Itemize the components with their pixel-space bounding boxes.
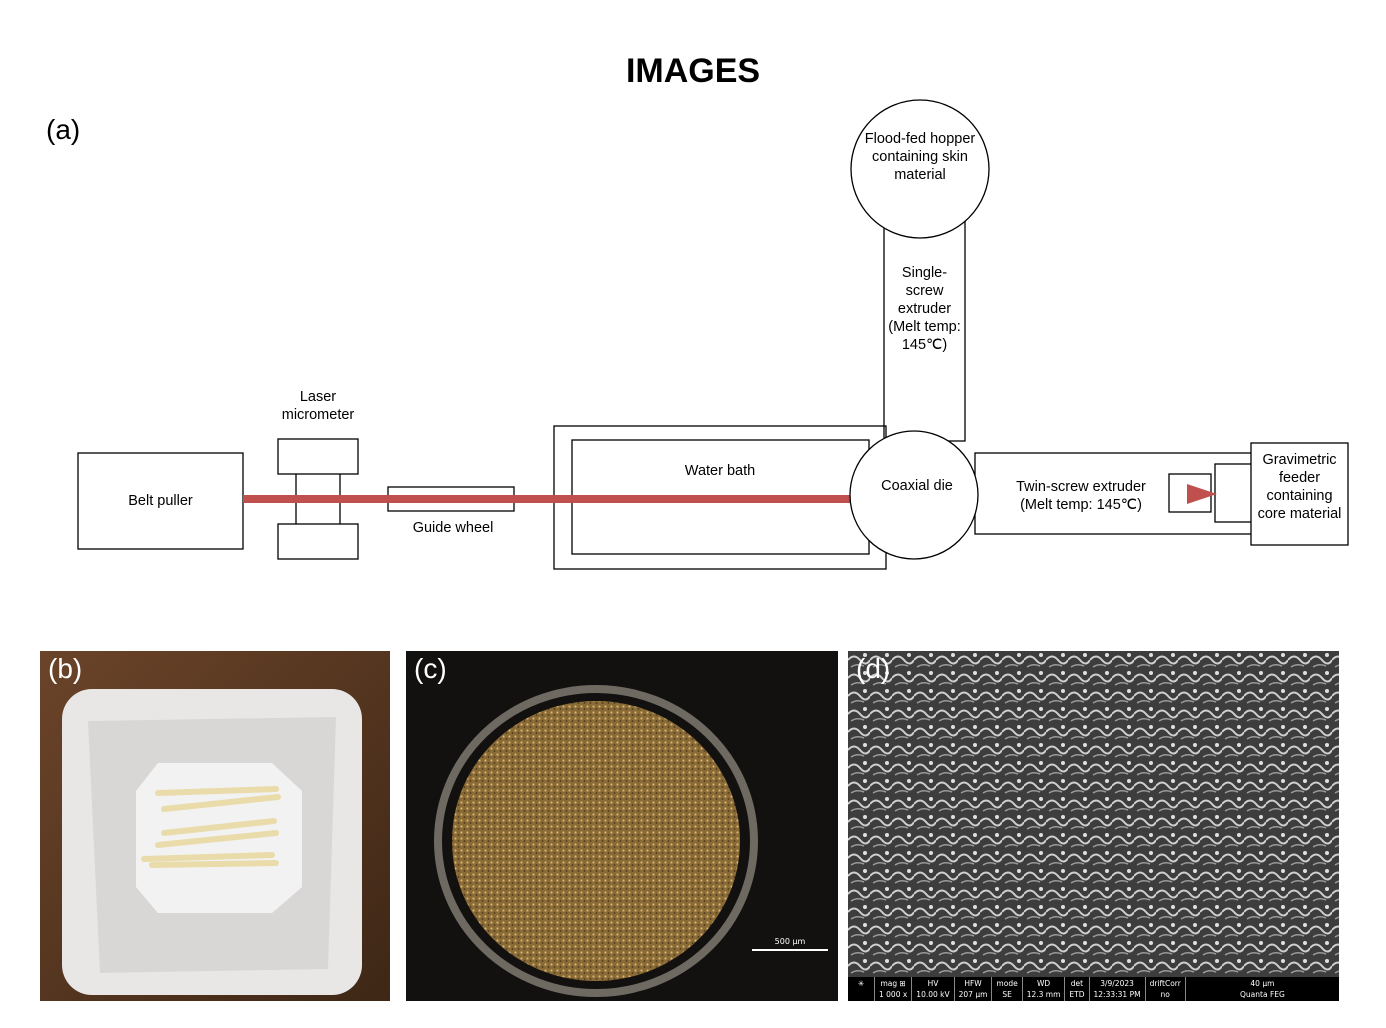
sem-time: 12:33:31 PM [1093, 990, 1141, 999]
single-screw-label: Single-screw extruder (Melt temp: 145℃) [888, 265, 961, 353]
sem-info-bar: ✳ mag ⊞ 1 000 x HV 10.00 kV HFW 207 µm mode… [848, 977, 1339, 1001]
sem-drift-value: no [1160, 990, 1170, 999]
scale-bar-label: 500 µm [774, 937, 806, 946]
sem-wd-header: WD [1036, 979, 1051, 988]
laser-micrometer-bottom [277, 523, 359, 560]
hopper-circle [850, 99, 990, 239]
panel-a-label: (a) [46, 114, 81, 145]
sem-hfw-value: 207 µm [958, 990, 988, 999]
sem-date: 3/9/2023 [1100, 979, 1134, 988]
gravimetric-feeder-label: Gravimetric feeder containing core mater… [1257, 452, 1342, 522]
sem-hv-value: 10.00 kV [916, 990, 950, 999]
panel-c-micrograph: 500 µm (c) [406, 651, 838, 1001]
panel-c-label: (c) [414, 653, 447, 684]
cross-section-illustration [406, 651, 838, 1001]
sem-hfw-header: HFW [964, 979, 982, 988]
sem-det-value: ETD [1069, 990, 1085, 999]
panel-d-sem-image: ✳ mag ⊞ 1 000 x HV 10.00 kV HFW 207 µm mode… [848, 651, 1339, 1001]
sem-mode-value: SE [1002, 990, 1012, 999]
sem-mode-header: mode [996, 979, 1018, 988]
belt-puller-label: Belt puller [128, 493, 193, 509]
coaxial-die-circle [849, 430, 979, 560]
extrusion-schematic [77, 99, 1349, 570]
sem-texture [848, 651, 1339, 977]
gravimetric-feeder-box [1250, 442, 1349, 546]
sem-instrument: Quanta FEG [1240, 990, 1285, 999]
sem-wd-value: 12.3 mm [1026, 990, 1061, 999]
water-bath-label: Water bath [684, 463, 756, 479]
weigh-boat-illustration [40, 651, 390, 1001]
sem-det-header: det [1070, 979, 1084, 988]
laser-micrometer-top [277, 438, 359, 475]
sem-hv-header: HV [927, 979, 939, 988]
sem-scale-bar: 40 µm [1250, 979, 1275, 988]
strand-line [243, 495, 853, 503]
guide-wheel-label: Guide wheel [412, 520, 494, 536]
sem-drift-header: driftCorr [1149, 979, 1181, 988]
sem-logo-icon: ✳ [857, 979, 865, 988]
laser-micrometer-label: Laser micrometer [281, 389, 355, 423]
hopper-label: Flood-fed hopper containing skin materia… [864, 131, 976, 183]
panel-b-photo: (b) [40, 651, 390, 1001]
page-title: IMAGES [625, 52, 761, 90]
feed-arrow [1187, 484, 1217, 504]
sem-mag-header: mag ⊞ [880, 979, 906, 988]
twin-screw-label: Twin-screw extruder (Melt temp: 145℃) [1016, 479, 1146, 513]
panel-d-label: (d) [856, 653, 891, 684]
coaxial-die-label: Coaxial die [881, 478, 953, 494]
sem-mag-value: 1 000 x [879, 990, 908, 999]
panel-b-label: (b) [48, 653, 83, 684]
